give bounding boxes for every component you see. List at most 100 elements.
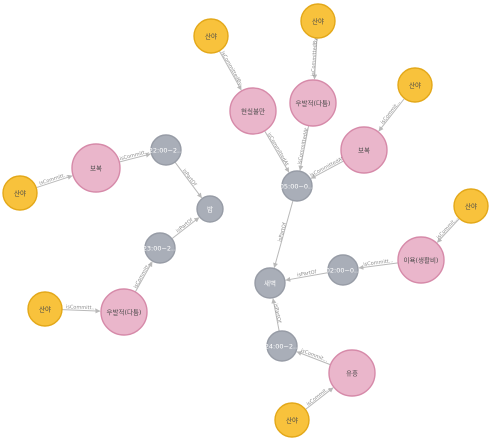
node-g6[interactable]: 새벽 bbox=[254, 267, 286, 299]
node-label: 24:00~2... bbox=[265, 343, 300, 351]
edge-p3-g4 bbox=[310, 160, 344, 179]
node-p5[interactable]: 우발적(다툼) bbox=[100, 288, 148, 336]
edge-label: isCommit... bbox=[300, 348, 329, 364]
node-label: 유흥 bbox=[346, 369, 358, 378]
edge-label: isPartOf bbox=[175, 217, 194, 234]
node-label: 현실불만 bbox=[241, 107, 265, 116]
node-g3[interactable]: 밤 bbox=[196, 195, 224, 223]
node-y5[interactable]: 산야 bbox=[27, 291, 63, 327]
edge-g1-g3 bbox=[174, 161, 203, 199]
node-label: 밤 bbox=[207, 205, 213, 214]
node-g4[interactable]: 05:00~0... bbox=[280, 170, 315, 202]
node-circle[interactable] bbox=[193, 18, 229, 54]
node-label: 우발적(다툼) bbox=[107, 308, 142, 317]
edge-p6-g5 bbox=[358, 262, 399, 270]
edge-label: isCommittedAt bbox=[266, 132, 290, 167]
edge-label: isCommitt... bbox=[66, 304, 97, 311]
edge-y2-p2 bbox=[312, 37, 318, 80]
node-label: 보복 bbox=[358, 147, 370, 155]
node-p3[interactable]: 보복 bbox=[340, 126, 388, 174]
node-circle[interactable] bbox=[289, 79, 337, 127]
node-label: 산야 bbox=[465, 202, 477, 211]
node-g1[interactable]: 22:00~2... bbox=[149, 134, 184, 166]
edge-y1-p1 bbox=[218, 50, 242, 91]
edge-label: isCommittedAt bbox=[309, 156, 345, 179]
edge-label: isPartOf bbox=[277, 222, 288, 243]
node-circle[interactable] bbox=[281, 170, 313, 202]
edge-p7-g7 bbox=[296, 351, 331, 366]
node-g7[interactable]: 24:00~2... bbox=[265, 330, 300, 362]
node-circle[interactable] bbox=[397, 236, 445, 284]
edge-label: isPartOf bbox=[181, 168, 198, 187]
node-label: 산야 bbox=[409, 81, 421, 90]
edge-p4-g1 bbox=[119, 152, 151, 163]
node-y4[interactable]: 산야 bbox=[2, 175, 38, 211]
node-p4[interactable]: 보복 bbox=[71, 143, 121, 193]
edge-label: isPartOf bbox=[297, 269, 318, 278]
edge-g5-g6 bbox=[285, 272, 329, 282]
edge-p2-g4 bbox=[298, 125, 310, 171]
node-y8[interactable]: 산야 bbox=[274, 402, 310, 438]
node-circle[interactable] bbox=[266, 330, 298, 362]
edge-label: isCommittedBy bbox=[311, 38, 319, 77]
edge-y4-p4 bbox=[35, 174, 73, 189]
edge-label: isCommit... bbox=[380, 99, 403, 125]
node-label: 23:00~2... bbox=[143, 245, 178, 253]
node-y1[interactable]: 산야 bbox=[193, 18, 229, 54]
node-p1[interactable]: 현실불만 bbox=[229, 87, 277, 135]
node-circle[interactable] bbox=[328, 349, 376, 397]
edge-label: isCommit... bbox=[306, 385, 332, 408]
node-circle[interactable] bbox=[300, 3, 336, 39]
edge-g2-g3 bbox=[171, 217, 200, 240]
edge-label: isCommitt... bbox=[119, 149, 150, 162]
nodes-layer: 산야산야산야산야산야산야산야현실불만우발적(다툼)보복보복우발적(다툼)이욕(생… bbox=[2, 3, 489, 438]
node-circle[interactable] bbox=[453, 188, 489, 224]
node-p2[interactable]: 우발적(다툼) bbox=[289, 79, 337, 127]
edge-label: isCommittedBy bbox=[219, 50, 243, 86]
node-circle[interactable] bbox=[254, 267, 286, 299]
node-label: 산야 bbox=[286, 416, 298, 425]
edge-label: isCommitt... bbox=[39, 172, 70, 187]
edge-y6-p6 bbox=[436, 218, 460, 243]
edge-g4-g6 bbox=[273, 200, 294, 268]
node-circle[interactable] bbox=[229, 87, 277, 135]
node-label: 05:00~0... bbox=[280, 183, 315, 191]
node-y3[interactable]: 산야 bbox=[397, 67, 433, 103]
node-label: 이욕(생활비) bbox=[404, 256, 439, 265]
node-label: 02:00~0... bbox=[326, 267, 361, 275]
edge-label: isCommitt... bbox=[363, 258, 394, 268]
edge-y8-p7 bbox=[305, 387, 334, 410]
node-y2[interactable]: 산야 bbox=[300, 3, 336, 39]
node-p7[interactable]: 유흥 bbox=[328, 349, 376, 397]
node-circle[interactable] bbox=[144, 232, 176, 264]
node-circle[interactable] bbox=[397, 67, 433, 103]
node-g2[interactable]: 23:00~2... bbox=[143, 232, 178, 264]
edge-label: isPartOf bbox=[272, 303, 282, 324]
edge-label: isCommitt... bbox=[133, 260, 153, 290]
edge-y3-p3 bbox=[378, 98, 405, 132]
edge-g7-g6 bbox=[271, 298, 280, 332]
node-p6[interactable]: 이욕(생활비) bbox=[397, 236, 445, 284]
node-circle[interactable] bbox=[27, 291, 63, 327]
edge-label: isCommittedAt bbox=[297, 127, 310, 165]
node-label: 우발적(다툼) bbox=[296, 99, 331, 108]
node-label: 22:00~2... bbox=[149, 147, 184, 155]
node-circle[interactable] bbox=[71, 143, 121, 193]
node-circle[interactable] bbox=[196, 195, 224, 223]
edge-y5-p5 bbox=[61, 308, 101, 314]
node-label: 산야 bbox=[205, 32, 217, 41]
node-g5[interactable]: 02:00~0... bbox=[326, 254, 361, 286]
node-circle[interactable] bbox=[100, 288, 148, 336]
node-circle[interactable] bbox=[2, 175, 38, 211]
node-label: 새벽 bbox=[264, 279, 276, 288]
node-label: 보복 bbox=[90, 165, 102, 173]
node-circle[interactable] bbox=[150, 134, 182, 166]
node-circle[interactable] bbox=[274, 402, 310, 438]
node-circle[interactable] bbox=[340, 126, 388, 174]
node-label: 산야 bbox=[39, 305, 51, 314]
node-label: 산야 bbox=[312, 17, 324, 26]
node-circle[interactable] bbox=[327, 254, 359, 286]
node-y6[interactable]: 산야 bbox=[453, 188, 489, 224]
node-label: 산야 bbox=[14, 189, 26, 198]
